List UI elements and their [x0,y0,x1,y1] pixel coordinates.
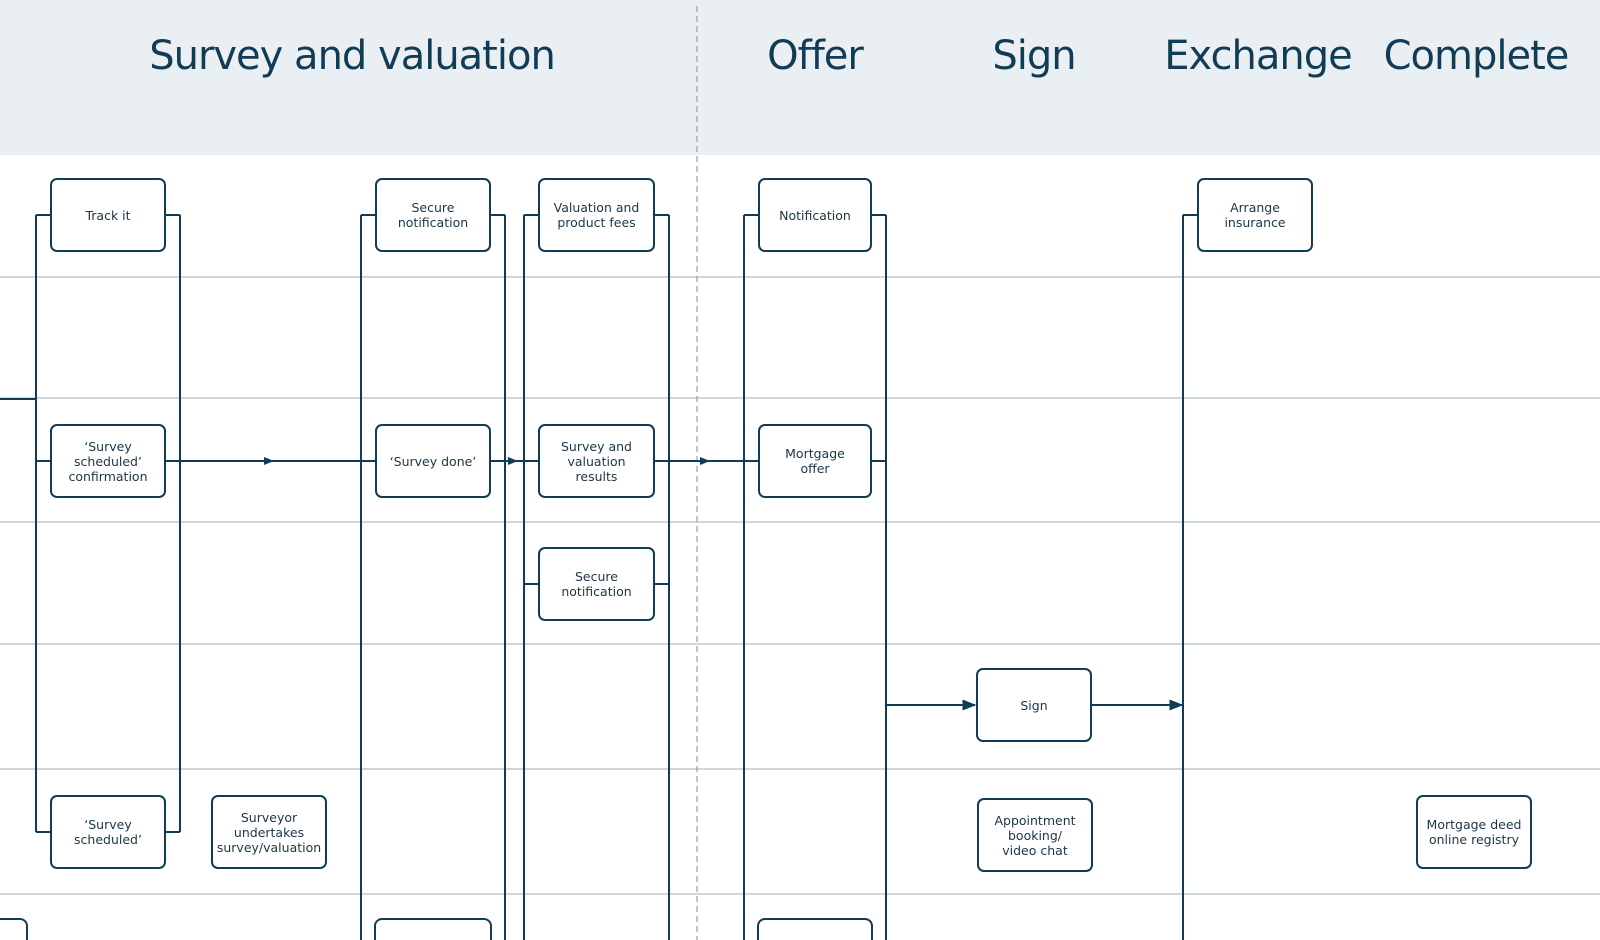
node-mortgage-deed-online-registry: Mortgage deed online registry [1416,795,1532,869]
node-sign: Sign [976,668,1092,742]
arrowheads [264,457,710,465]
node-survey-scheduled: ‘Survey scheduled’ [50,795,166,869]
node-survey-and-valuation-results: Survey and valuation results [538,424,655,498]
partial-node [374,918,492,940]
node-mortgage-offer: Mortgage offer [758,424,872,498]
partial-nodes [0,918,873,940]
phase-complete: Complete [1383,33,1570,79]
arrowhead [264,457,274,465]
phase-survey-and-valuation: Survey and valuation [149,33,556,79]
node-arrange-insurance: Arrange insurance [1197,178,1313,252]
node-secure-notification: Secure notification [375,178,491,252]
arrowhead [700,457,710,465]
connectors [0,214,1197,940]
phase-header: Survey and valuation Offer Sign Exchange… [0,0,1600,155]
node-appointment-booking: Appointment booking/ video chat [977,798,1093,872]
node-track-it: Track it [50,178,166,252]
arrowhead [508,457,518,465]
phase-exchange: Exchange [1164,33,1352,79]
partial-node [757,918,873,940]
node-notification: Notification [758,178,872,252]
node-survey-scheduled-confirmation: ‘Survey scheduled’ confirmation [50,424,166,498]
node-surveyor-undertakes-survey: Surveyor undertakes survey/valuation [211,795,327,869]
phase-sign: Sign [992,33,1076,79]
node-survey-done: ‘Survey done’ [375,424,491,498]
partial-node [0,918,28,940]
node-secure-notification-results: Secure notification [538,547,655,621]
swimlane-dividers [0,276,1600,895]
node-valuation-and-product-fees: Valuation and product fees [538,178,655,252]
phase-offer: Offer [767,33,864,79]
